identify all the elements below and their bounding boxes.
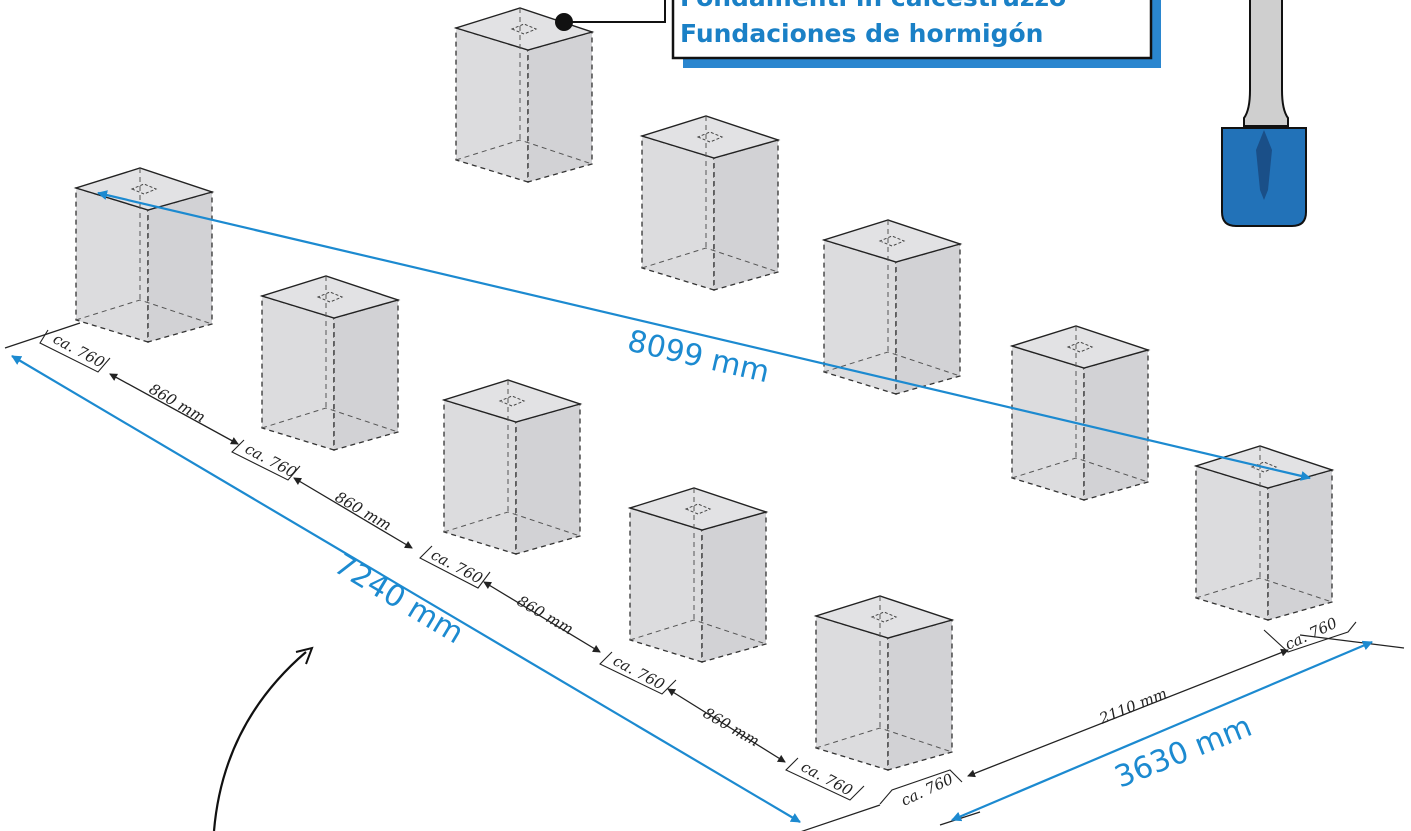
anchor-mark bbox=[130, 183, 158, 195]
footing-brackets bbox=[39, 329, 1357, 805]
footing-label-1: ca. 760 bbox=[50, 330, 108, 372]
concrete-block bbox=[259, 275, 401, 451]
shovel-icon bbox=[1221, 0, 1307, 227]
concrete-block bbox=[73, 167, 215, 343]
concrete-block bbox=[441, 379, 583, 555]
anchor-mark bbox=[510, 23, 538, 35]
footing-label-6: ca. 760 bbox=[898, 770, 956, 810]
gap-dimension-lines bbox=[109, 373, 1289, 778]
gap-label-2: 860 mm bbox=[332, 488, 395, 535]
diagonal-dimension-line bbox=[97, 190, 1311, 481]
leader-line bbox=[564, 0, 666, 23]
concrete-block bbox=[1193, 445, 1335, 621]
footing-label-7: ca. 760 bbox=[1282, 614, 1340, 654]
concrete-blocks bbox=[73, 7, 1335, 771]
concrete-block bbox=[627, 487, 769, 663]
gap-label-3: 860 mm bbox=[514, 592, 577, 639]
anchor-mark bbox=[870, 611, 898, 623]
concrete-block bbox=[453, 7, 595, 183]
gap-label-4: 860 mm bbox=[700, 704, 763, 751]
anchor-mark bbox=[696, 131, 724, 143]
legend-title-italian: Fondamenti in calcestruzzo bbox=[680, 0, 1066, 12]
concrete-block bbox=[813, 595, 955, 771]
concrete-block bbox=[639, 115, 781, 291]
footing-label-2: ca. 760 bbox=[242, 440, 300, 482]
gap-label-5: 2110 mm bbox=[1096, 684, 1170, 728]
footing-label-5: ca. 760 bbox=[798, 758, 856, 800]
legend-box bbox=[671, 0, 1153, 60]
legend-title-spanish: Fundaciones de hormigón bbox=[680, 19, 1043, 48]
gap-label-1: 860 mm bbox=[146, 380, 209, 427]
width-dimension-line bbox=[951, 640, 1373, 822]
rotation-arrow-icon bbox=[212, 646, 314, 831]
